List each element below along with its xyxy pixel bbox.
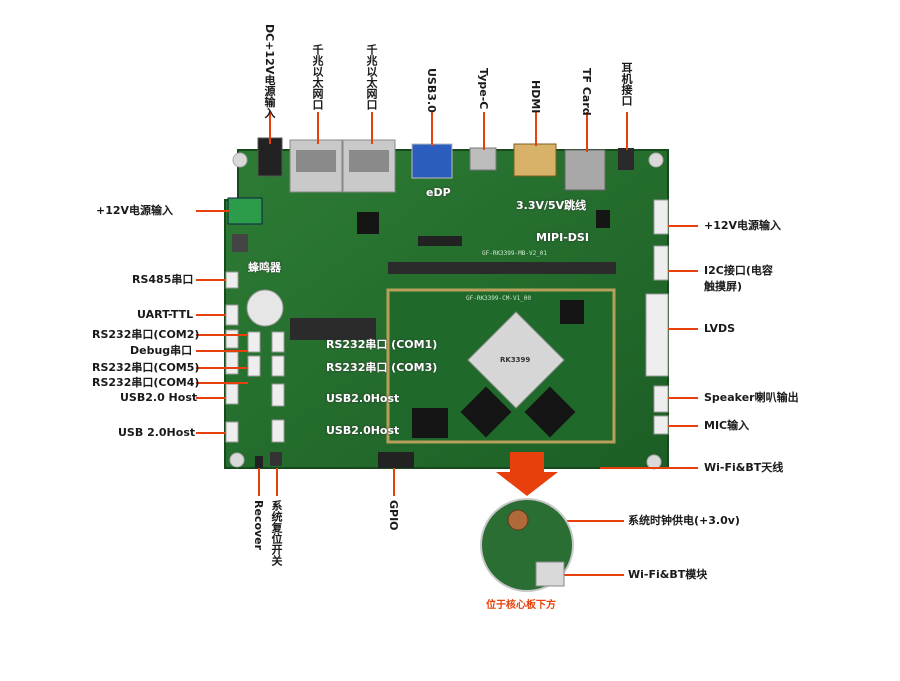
label-reset-switch: 系统复位开关 [270,500,283,566]
label-rs232-com4: RS232串口(COM4) [92,376,200,389]
rtc-battery [507,509,529,531]
silkscreen-cm: GF-RK3399-CM-V1_00 [466,295,532,302]
label-speaker: Speaker喇叭输出 [704,391,799,404]
soc-marking: RK3399 [500,356,531,364]
label-usb2-host-board-1: USB2.0Host [326,392,400,405]
edp-header [418,236,462,246]
inset-caption: 位于核心板下方 [486,600,556,611]
label-usb2-host-board-2: USB2.0Host [326,424,400,437]
mount-hole [648,152,664,168]
label-uart-ttl: UART-TTL [137,308,194,321]
emmc-chip [412,408,448,438]
label-rs232-com2: RS232串口(COM2) [92,328,200,341]
hdmi-port [513,143,557,177]
wifi-bt-module [535,561,565,587]
label-wifi-bt-module: Wi-Fi&BT模块 [628,568,708,581]
label-mipi-dsi: MIPI-DSI [536,231,589,244]
label-buzzer: 蜂鸣器 [248,261,281,274]
right-connectors [645,199,669,435]
label-headphone: 耳机接口 [620,62,633,106]
recover-button [255,456,263,468]
gpio-header [378,452,414,468]
label-hdmi: HDMI [529,80,542,114]
label-rs485: RS485串口 [132,273,194,286]
headphone-jack [618,148,634,170]
label-rtc-power: 系统时钟供电(+3.0v) [628,514,740,527]
label-gpio: GPIO [387,500,400,531]
label-usb2-host-1: USB2.0 Host [120,391,198,404]
label-rs232-com3: RS232串口 (COM3) [326,361,438,374]
reset-button [270,452,282,466]
label-debug-serial: Debug串口 [130,344,193,357]
label-dc-power-input: DC+12V电源输入 [263,24,276,119]
down-arrow-icon [496,452,558,496]
label-gigabit-ethernet-2: 千兆以太网口 [365,44,378,110]
dc-jack [257,137,283,177]
label-i2c-line2: 触摸屏) [704,280,743,293]
label-12v-input-right: +12V电源输入 [704,219,782,232]
label-i2c-line1: I2C接口(电容 [704,264,773,277]
label-usb3: USB3.0 [425,68,438,113]
label-tf-card: TF Card [580,68,593,116]
mount-hole [646,454,662,470]
b2b-connector [388,262,616,274]
label-gigabit-ethernet-1: 千兆以太网口 [311,44,324,110]
label-recover: Recover [252,500,265,551]
label-edp: eDP [426,186,451,199]
label-lvds: LVDS [704,322,736,335]
label-3v3-5v-jumper: 3.3V/5V跳线 [516,199,587,212]
label-rs232-com5: RS232串口(COM5) [92,361,200,374]
silkscreen-mb: GF-RK3399-MB-V2_01 [482,250,548,257]
buzzer [246,289,284,327]
mount-hole [232,152,248,168]
pmic-chip [560,300,584,324]
tf-card-slot [564,149,606,191]
ram-chip [524,386,576,438]
terminal-block [227,197,263,225]
rk3399-soc [467,311,565,409]
label-rs232-com1: RS232串口 (COM1) [326,338,438,351]
label-12v-input-left: +12V电源输入 [96,204,174,217]
label-usb2-host-2: USB 2.0Host [118,426,196,439]
label-wifi-bt-antenna: Wi-Fi&BT天线 [704,461,784,474]
mount-hole [229,452,245,468]
label-type-c: Type-C [477,68,490,110]
m2-slot [290,318,376,340]
label-mic: MIC输入 [704,419,750,432]
